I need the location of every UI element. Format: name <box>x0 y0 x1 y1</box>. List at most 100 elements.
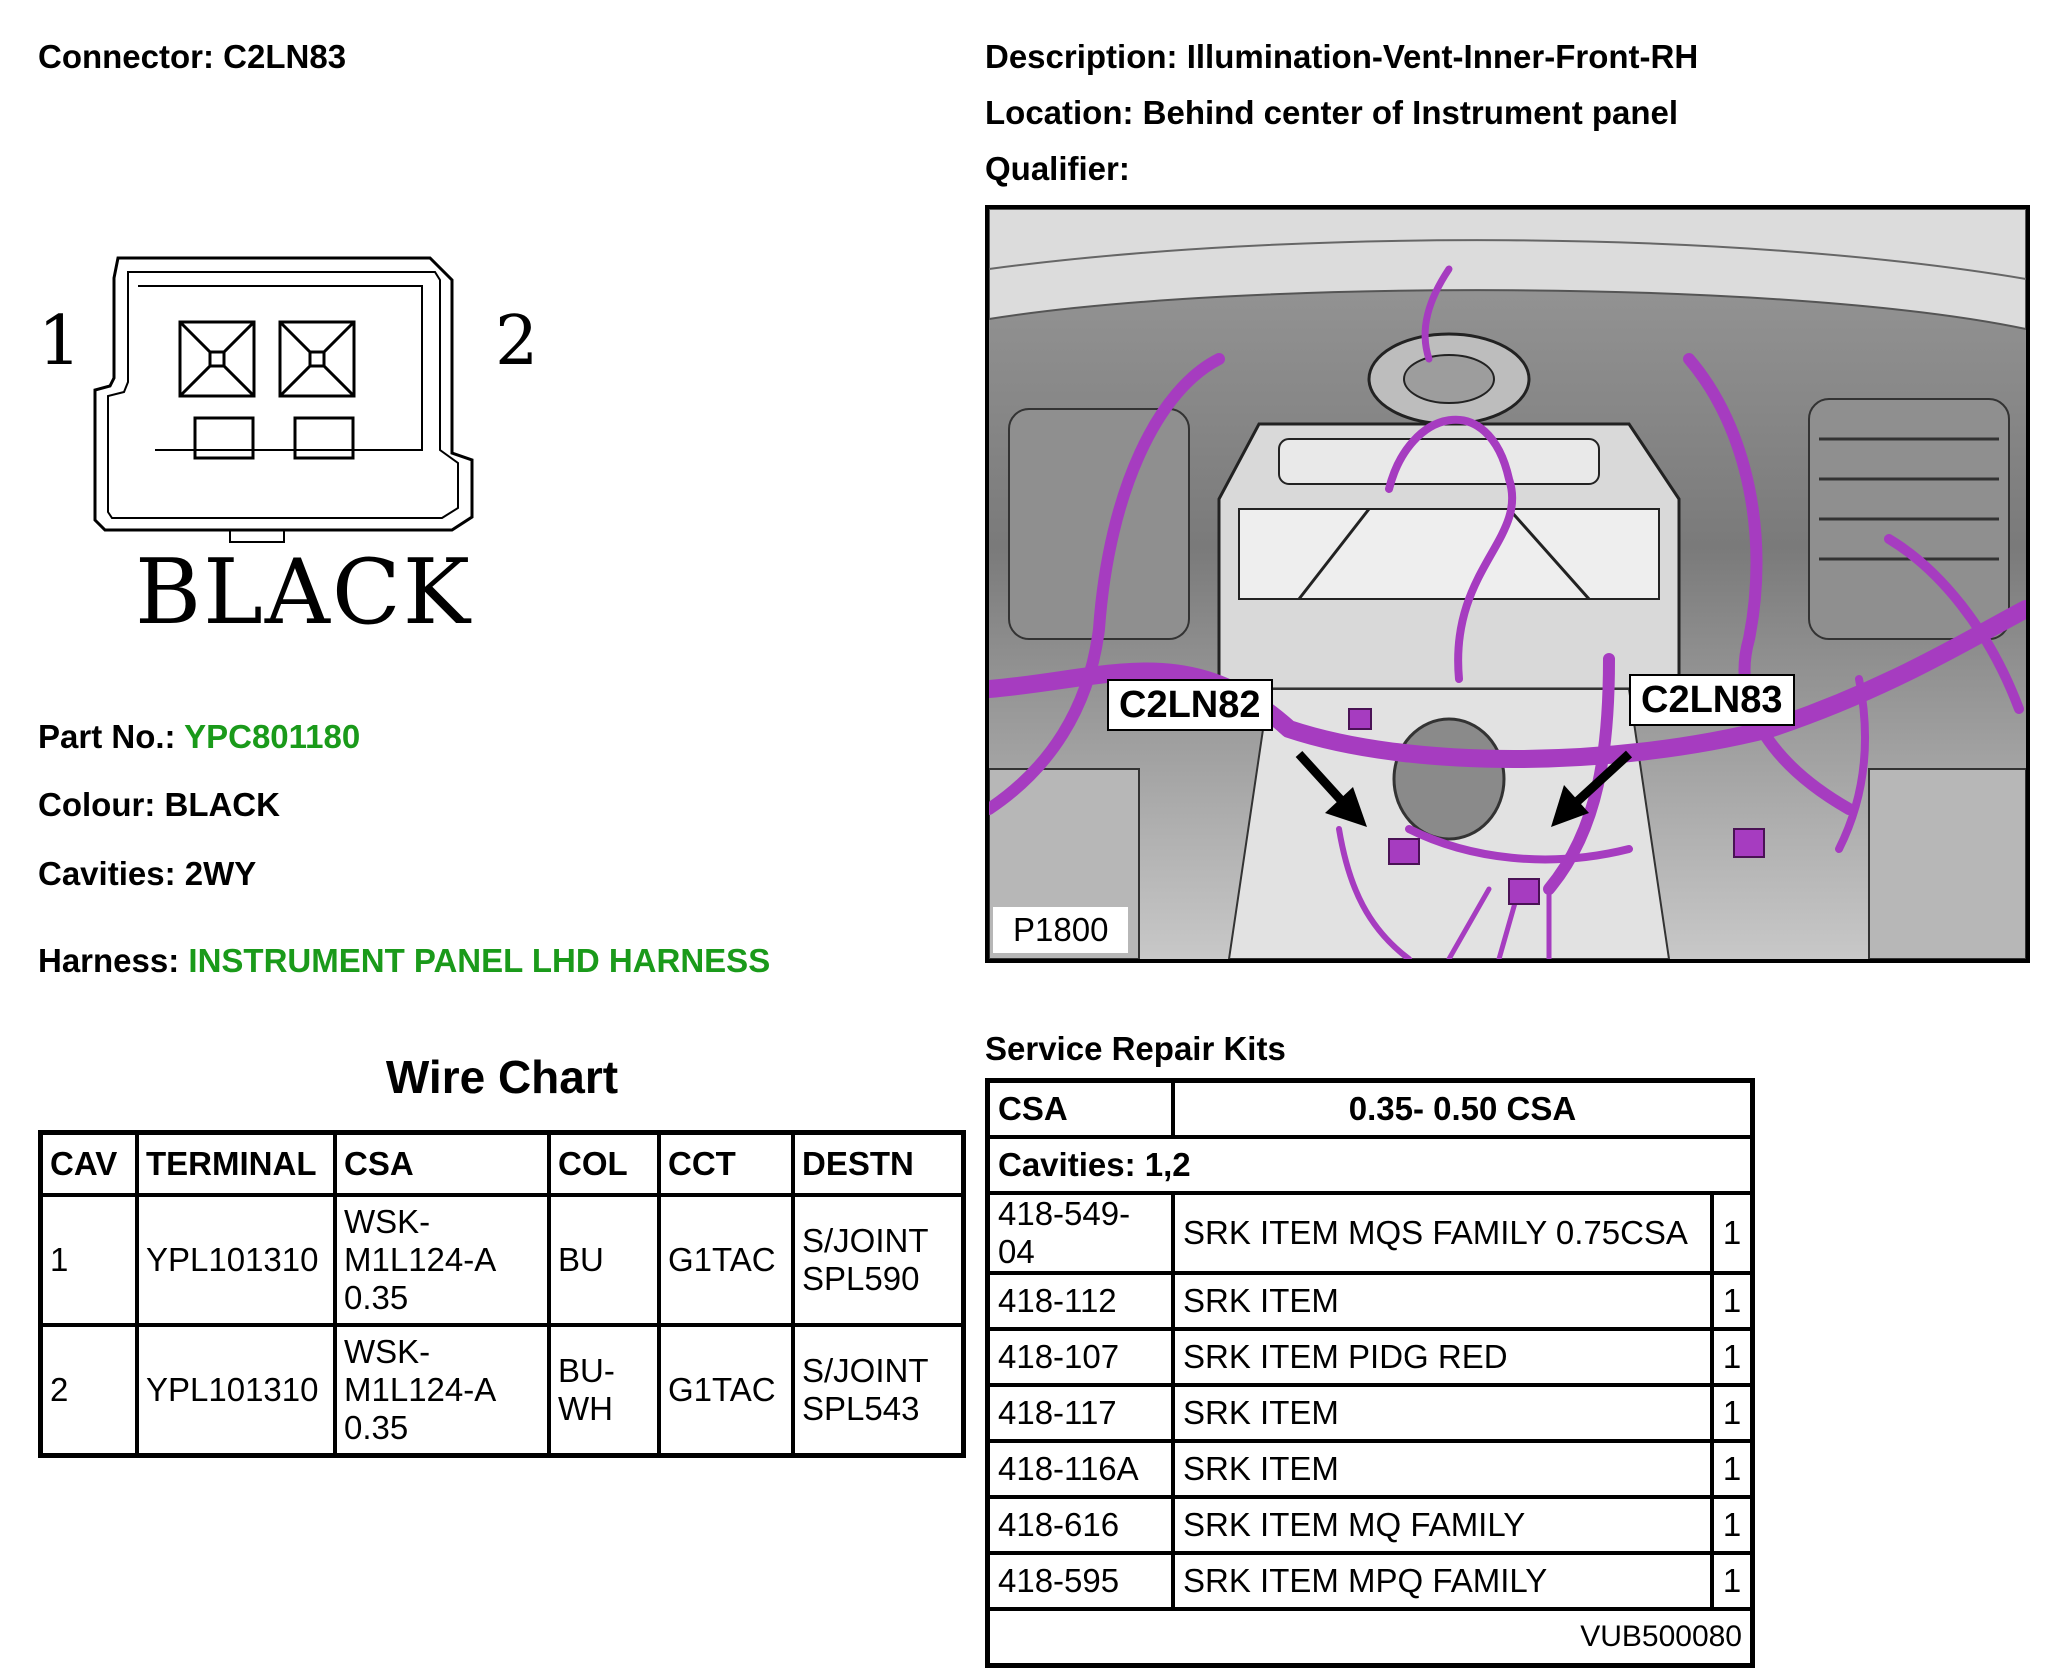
cct-cell: G1TAC <box>657 1193 795 1327</box>
part-number-label: Part No.: <box>38 718 176 755</box>
location-label: Location: <box>985 94 1134 131</box>
connector-location-photo: C2LN82 C2LN83 P1800 <box>985 205 2030 963</box>
destn-line: S/JOINT <box>802 1222 929 1259</box>
srk-name: SRK ITEM <box>1171 1439 1714 1499</box>
table-row: 418-616 SRK ITEM MQ FAMILY 1 <box>985 1495 1755 1555</box>
connector-colour-text: BLACK <box>135 540 472 645</box>
srk-code: 418-595 <box>985 1551 1175 1611</box>
harness-label: Harness: <box>38 942 180 979</box>
col-line: WH <box>558 1390 613 1427</box>
csa-line: 0.35 <box>344 1409 409 1446</box>
table-row: 418-117 SRK ITEM 1 <box>985 1383 1755 1443</box>
destn-cell: S/JOINT SPL543 <box>791 1323 966 1458</box>
cavities-line: Cavities: 2WY <box>38 855 256 893</box>
description-value: Illumination-Vent-Inner-Front-RH <box>1186 38 1699 75</box>
description-line: Description: Illumination-Vent-Inner-Fro… <box>985 38 1698 76</box>
srk-qty: 1 <box>1710 1439 1755 1499</box>
destn-line: SPL590 <box>802 1260 920 1297</box>
harness-line: Harness: INSTRUMENT PANEL LHD HARNESS <box>38 942 770 980</box>
srk-qty: 1 <box>1710 1191 1755 1275</box>
csa-cell: WSK- M1L124-A 0.35 <box>333 1323 551 1458</box>
col-line: BU <box>558 1241 604 1278</box>
table-row: 418-116A SRK ITEM 1 <box>985 1439 1755 1499</box>
connector-outline-icon <box>93 256 474 543</box>
csa-cell: WSK- M1L124-A 0.35 <box>333 1193 551 1327</box>
srk-qty: 1 <box>1710 1271 1755 1331</box>
wire-chart-header-row: CAV TERMINAL CSA COL CCT DESTN <box>38 1130 966 1197</box>
col-header-cct: CCT <box>657 1130 795 1197</box>
srk-code: 418-616 <box>985 1495 1175 1555</box>
colour-value: BLACK <box>164 786 280 823</box>
srk-code: 418-117 <box>985 1383 1175 1443</box>
table-row: 1 YPL101310 WSK- M1L124-A 0.35 BU G1TAC … <box>38 1193 966 1327</box>
srk-qty: 1 <box>1710 1551 1755 1611</box>
csa-line: WSK- <box>344 1203 431 1240</box>
harness-link[interactable]: INSTRUMENT PANEL LHD HARNESS <box>188 942 771 979</box>
srk-table: CSA 0.35- 0.50 CSA Cavities: 1,2 418-549… <box>985 1078 1755 1668</box>
srk-header-row: CSA 0.35- 0.50 CSA <box>985 1078 1755 1139</box>
callout-c2ln83: C2LN83 <box>1629 674 1795 726</box>
vehicle-interior-illustration <box>989 209 2026 959</box>
srk-footer-row: VUB500080 <box>985 1607 1755 1668</box>
srk-code: 418-116A <box>985 1439 1175 1499</box>
connector-face-diagram: 1 2 BLACK <box>38 250 560 650</box>
col-line: BU- <box>558 1352 615 1389</box>
destn-line: SPL543 <box>802 1390 920 1427</box>
wire-chart-title: Wire Chart <box>385 1051 619 1103</box>
cavities-label: Cavities: <box>38 855 176 892</box>
srk-code: 418-549-04 <box>985 1191 1175 1275</box>
srk-name: SRK ITEM PIDG RED <box>1171 1327 1714 1387</box>
description-label: Description: <box>985 38 1178 75</box>
col-header-destn: DESTN <box>791 1130 966 1197</box>
col-header-cav: CAV <box>38 1130 139 1197</box>
cav-cell: 2 <box>38 1323 139 1458</box>
col-header-csa: CSA <box>333 1130 551 1197</box>
srk-qty: 1 <box>1710 1495 1755 1555</box>
part-number-link[interactable]: YPC801180 <box>184 718 361 755</box>
srk-csa-label: CSA <box>985 1078 1175 1139</box>
terminal-cell: YPL101310 <box>135 1193 337 1327</box>
srk-title: Service Repair Kits <box>985 1030 1286 1067</box>
csa-line: WSK- <box>344 1333 431 1370</box>
srk-qty: 1 <box>1710 1383 1755 1443</box>
connector-value: C2LN83 <box>223 38 347 75</box>
table-row: 418-549-04 SRK ITEM MQS FAMILY 0.75CSA 1 <box>985 1191 1755 1275</box>
colour-line: Colour: BLACK <box>38 786 280 824</box>
terminal-cell: YPL101310 <box>135 1323 337 1458</box>
destn-line: S/JOINT <box>802 1352 929 1389</box>
qualifier-label: Qualifier: <box>985 150 1130 187</box>
table-row: 418-595 SRK ITEM MPQ FAMILY 1 <box>985 1551 1755 1611</box>
csa-line: M1L124-A <box>344 1241 497 1278</box>
callout-c2ln82: C2LN82 <box>1107 679 1273 731</box>
srk-name: SRK ITEM MQ FAMILY <box>1171 1495 1714 1555</box>
col-header-col: COL <box>547 1130 661 1197</box>
col-header-terminal: TERMINAL <box>135 1130 337 1197</box>
srk-footer-code: VUB500080 <box>985 1607 1755 1668</box>
srk-name: SRK ITEM <box>1171 1271 1714 1331</box>
destn-cell: S/JOINT SPL590 <box>791 1193 966 1327</box>
srk-qty: 1 <box>1710 1327 1755 1387</box>
srk-cavities-row: Cavities: 1,2 <box>985 1135 1755 1195</box>
srk-name: SRK ITEM <box>1171 1383 1714 1443</box>
cct-cell: G1TAC <box>657 1323 795 1458</box>
col-cell: BU- WH <box>547 1323 661 1458</box>
srk-name: SRK ITEM MPQ FAMILY <box>1171 1551 1714 1611</box>
pin-number-right: 2 <box>495 302 539 381</box>
colour-label: Colour: <box>38 786 156 823</box>
pin-number-left: 1 <box>38 302 82 381</box>
connector-line: Connector: C2LN83 <box>38 38 346 76</box>
table-row: 418-107 SRK ITEM PIDG RED 1 <box>985 1327 1755 1387</box>
wire-chart-table: CAV TERMINAL CSA COL CCT DESTN 1 YPL1013… <box>38 1130 966 1458</box>
csa-line: 0.35 <box>344 1279 409 1316</box>
srk-csa-value: 0.35- 0.50 CSA <box>1171 1078 1755 1139</box>
part-number-line: Part No.: YPC801180 <box>38 718 360 756</box>
col-cell: BU <box>547 1193 661 1327</box>
table-row: 418-112 SRK ITEM 1 <box>985 1271 1755 1331</box>
srk-name: SRK ITEM MQS FAMILY 0.75CSA <box>1171 1191 1714 1275</box>
srk-cavities: Cavities: 1,2 <box>985 1135 1755 1195</box>
location-value: Behind center of Instrument panel <box>1142 94 1679 131</box>
csa-line: M1L124-A <box>344 1371 497 1408</box>
cav-cell: 1 <box>38 1193 139 1327</box>
srk-code: 418-107 <box>985 1327 1175 1387</box>
figure-id: P1800 <box>993 907 1129 953</box>
